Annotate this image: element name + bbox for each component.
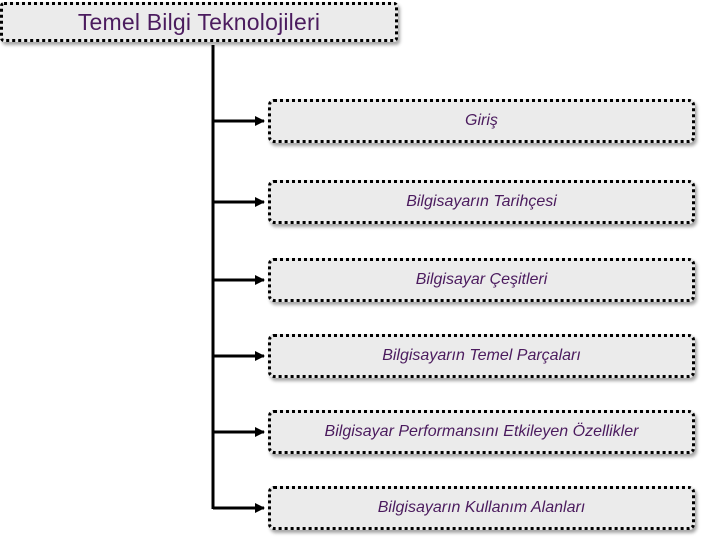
root-topic-label: Temel Bilgi Teknolojileri [77, 8, 321, 35]
topic-label: Bilgisayarın Kullanım Alanları [377, 499, 586, 516]
topic-box-tarihce: Bilgisayarın Tarihçesi [268, 180, 695, 224]
topic-label: Giriş [465, 112, 498, 129]
root-topic-box: Temel Bilgi Teknolojileri [0, 2, 398, 42]
topic-box-temel-parcalar: Bilgisayarın Temel Parçaları [268, 334, 695, 378]
topic-label: Bilgisayarın Temel Parçaları [382, 347, 581, 364]
topic-box-giris: Giriş [268, 99, 695, 143]
topic-box-cesitler: Bilgisayar Çeşitleri [268, 258, 695, 302]
topic-label: Bilgisayarın Tarihçesi [406, 193, 557, 210]
topic-box-performans: Bilgisayar Performansını Etkileyen Özell… [268, 410, 695, 454]
topic-label: Bilgisayar Çeşitleri [415, 271, 548, 288]
topic-box-kullanim-alanlari: Bilgisayarın Kullanım Alanları [268, 486, 695, 530]
topic-label: Bilgisayar Performansını Etkileyen Özell… [324, 423, 639, 440]
